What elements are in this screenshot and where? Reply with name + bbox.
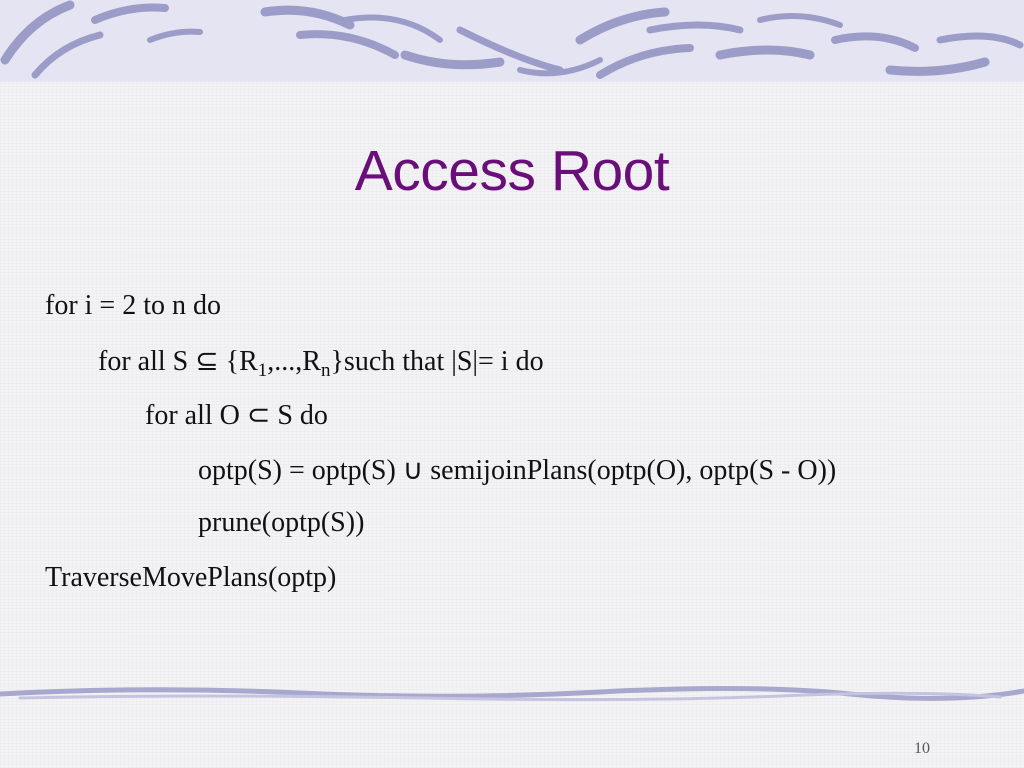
subset-loop-text-mid: ,...,R (267, 346, 321, 377)
slide-title: Access Root (354, 139, 670, 203)
decorative-header-band (0, 0, 1024, 82)
page-number: 10 (914, 740, 930, 757)
decorative-bottom-rule (0, 682, 1024, 712)
algorithm-line-outer-loop: for i = 2 to n do (45, 290, 221, 321)
algorithm-line-subset-loop: for all S ⊆ {R1,...,Rn}such that |S|= i … (98, 344, 544, 382)
subset-loop-text-end: }such that |S|= i do (330, 346, 544, 377)
algorithm-line-inner-loop: for all O ⊂ S do (145, 400, 328, 431)
swash-decoration (0, 0, 1024, 79)
bottom-swash (0, 685, 1024, 702)
algorithm-line-prune: prune(optp(S)) (198, 507, 365, 538)
algorithm-line-traverse: TraverseMovePlans(optp) (45, 562, 337, 593)
subscript-1: 1 (257, 360, 268, 381)
algorithm-line-union-assignment: optp(S) = optp(S) ∪ semijoinPlans(optp(O… (198, 455, 837, 486)
subset-loop-text-start: for all S ⊆ {R (98, 346, 258, 377)
subscript-n: n (320, 360, 331, 381)
